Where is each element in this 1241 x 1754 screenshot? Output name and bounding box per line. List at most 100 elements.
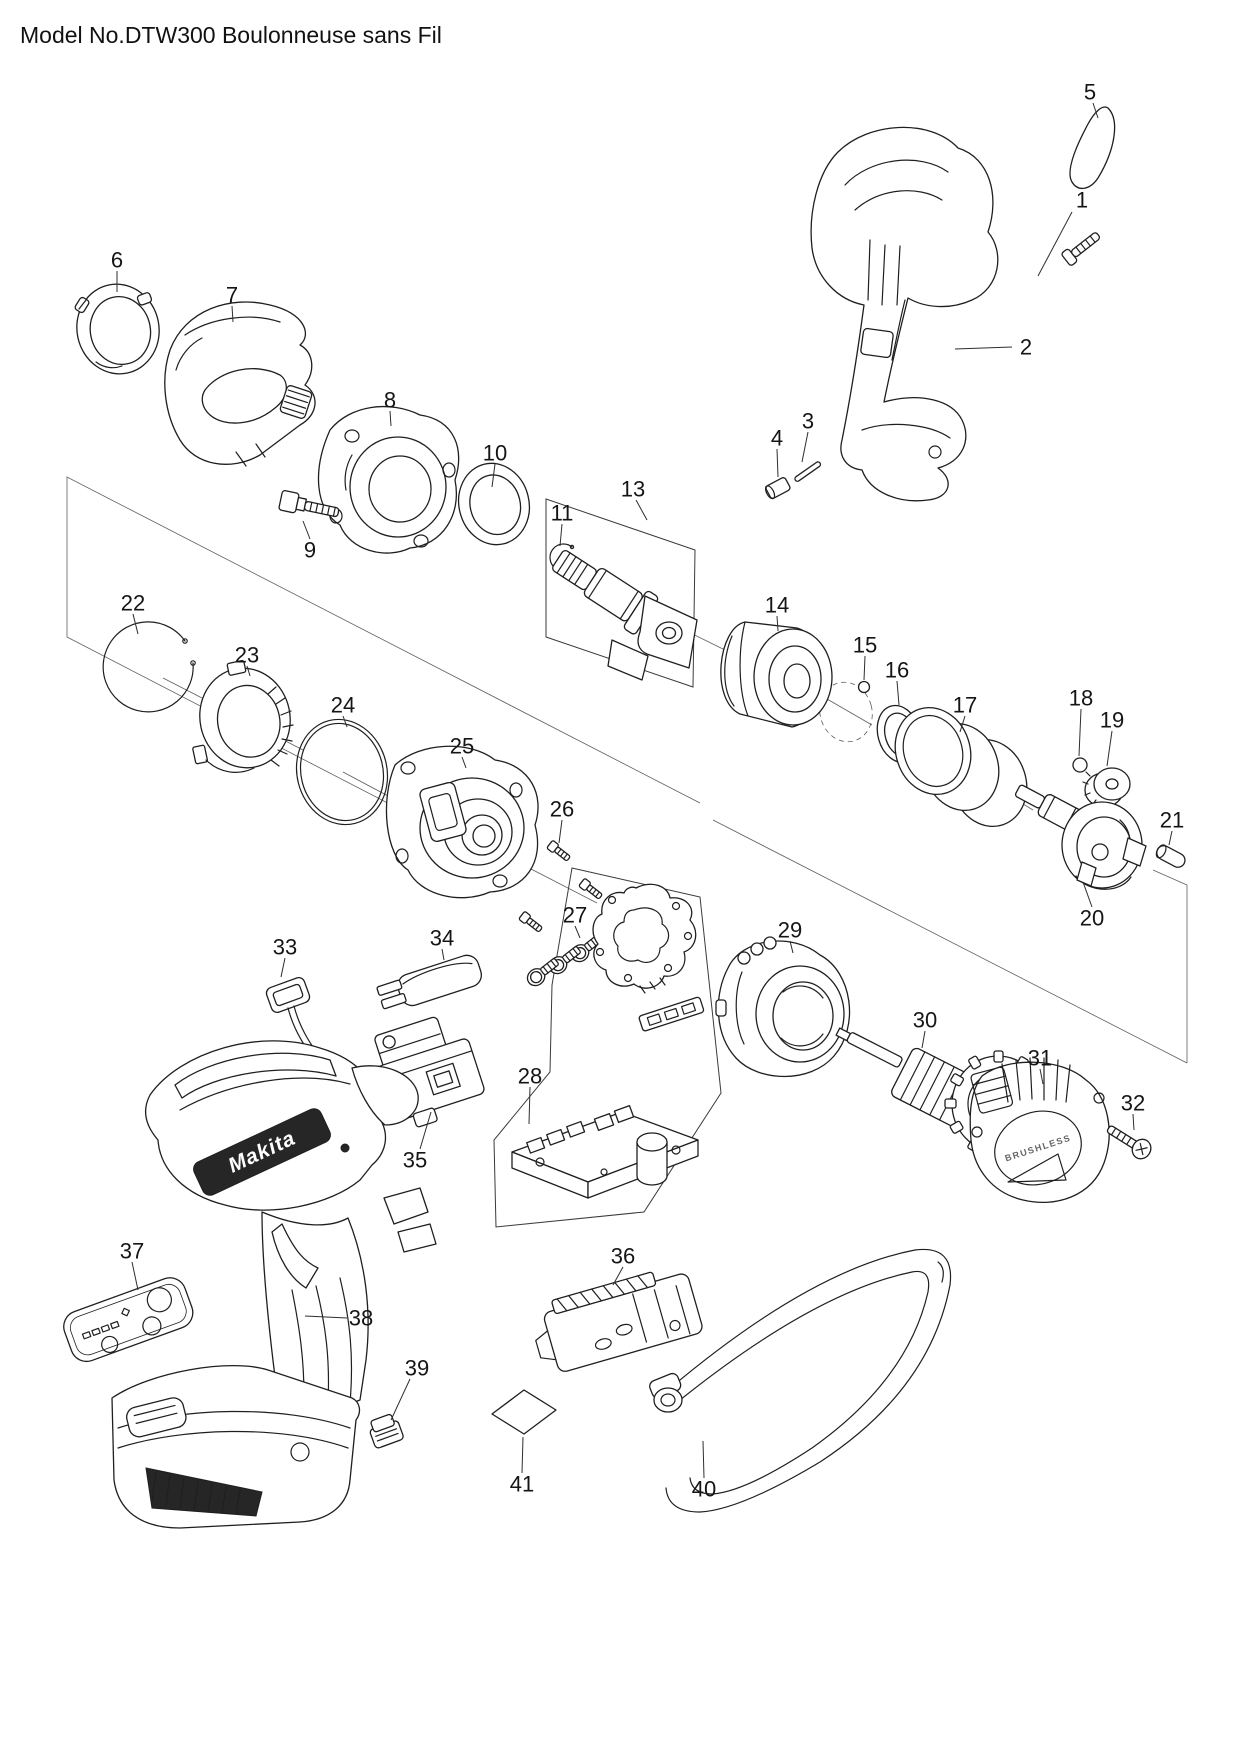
leader-line-25 [461, 756, 467, 769]
leader-line-40 [702, 1440, 705, 1479]
part-5-drawing [1069, 106, 1116, 189]
part-37-drawing [63, 1277, 194, 1363]
leader-line-3 [801, 431, 809, 463]
leader-line-31 [1039, 1068, 1044, 1085]
part-label-26: 26 [550, 797, 574, 822]
part-label-14: 14 [765, 593, 789, 618]
part-25-drawing [385, 745, 539, 899]
leader-line-35 [419, 1111, 432, 1150]
part-label-30: 30 [913, 1008, 937, 1033]
part-label-35: 35 [403, 1148, 427, 1173]
leader-line-14 [776, 615, 779, 632]
part-label-34: 34 [430, 926, 454, 951]
leader-line-1 [1037, 211, 1073, 277]
part-40-drawing [649, 1248, 952, 1513]
part-label-8: 8 [384, 388, 396, 413]
part-39-drawing [369, 1413, 404, 1449]
part-21-drawing [1155, 844, 1186, 868]
part-label-41: 41 [510, 1472, 534, 1497]
leader-line-34 [441, 948, 445, 961]
part-6-drawing [74, 283, 160, 375]
part-label-32: 32 [1121, 1091, 1145, 1116]
leader-line-15 [863, 655, 866, 681]
leader-line-26 [558, 819, 563, 844]
part-label-11: 11 [551, 501, 574, 526]
part-24-drawing [295, 718, 389, 826]
part-label-31: 31 [1028, 1046, 1052, 1071]
part-label-22: 22 [121, 591, 145, 616]
leader-line-37 [131, 1261, 139, 1291]
leader-line-29 [789, 940, 794, 954]
part-label-6: 6 [111, 248, 123, 273]
part-15-drawing [857, 680, 871, 694]
part-label-28: 28 [518, 1064, 542, 1089]
leader-line-18 [1078, 708, 1082, 757]
assembly-box-28 [493, 867, 722, 1228]
part-label-10: 10 [483, 441, 507, 466]
part-34-drawing [376, 954, 483, 1010]
leader-line-38 [304, 1315, 348, 1319]
leader-line-28 [528, 1086, 531, 1125]
part-20-drawing [1014, 784, 1147, 890]
part-29-drawing [715, 936, 851, 1078]
leader-line-24 [342, 715, 348, 728]
part-label-3: 3 [802, 409, 814, 434]
part-13-drawing [552, 549, 698, 681]
part-label-40: 40 [692, 1477, 716, 1502]
part-1-drawing [1061, 232, 1101, 266]
leader-line-27 [574, 925, 581, 939]
part-label-20: 20 [1080, 906, 1104, 931]
part-7-drawing [164, 301, 316, 467]
part-label-25: 25 [450, 734, 474, 759]
part-label-18: 18 [1069, 686, 1093, 711]
part-28-drawing [511, 883, 705, 1199]
part-8-drawing [317, 405, 460, 554]
part-18-drawing [1072, 757, 1088, 773]
part-label-23: 23 [235, 643, 259, 668]
part-14-drawing [720, 621, 833, 728]
leader-line-39 [390, 1378, 411, 1421]
part-label-24: 24 [331, 693, 355, 718]
leader-line-16 [896, 680, 900, 706]
leader-line-36 [612, 1266, 624, 1286]
leader-line-20 [1082, 881, 1093, 908]
part-17-drawing [894, 706, 1028, 828]
part-23-drawing [192, 659, 294, 773]
part-label-15: 15 [853, 633, 877, 658]
part-label-19: 19 [1100, 708, 1124, 733]
leader-line-7 [231, 305, 234, 323]
part-label-2: 2 [1020, 335, 1032, 360]
leader-line-19 [1106, 730, 1113, 767]
leader-line-30 [921, 1030, 926, 1049]
part-22-drawing [102, 621, 196, 713]
leader-line-13 [635, 499, 648, 521]
leader-line-10 [491, 463, 496, 488]
part-label-36: 36 [611, 1244, 635, 1269]
part-label-38: 38 [349, 1306, 373, 1331]
part-4-drawing [764, 477, 791, 500]
part-26-drawing [518, 840, 603, 933]
part-label-5: 5 [1084, 80, 1096, 105]
page-title: Model No.DTW300 Boulonneuse sans Fil [20, 22, 442, 48]
part-label-4: 4 [771, 426, 783, 451]
leader-line-5 [1092, 102, 1099, 119]
part-36-drawing [535, 1271, 703, 1372]
part-3-drawing [794, 461, 822, 482]
part-label-13: 13 [621, 477, 645, 502]
part-19-drawing [1082, 767, 1131, 808]
part-10-drawing [457, 462, 531, 546]
leader-line-2 [954, 346, 1013, 350]
part-label-1: 1 [1076, 188, 1088, 213]
part-label-29: 29 [778, 918, 802, 943]
part-label-39: 39 [405, 1356, 429, 1381]
part-32-drawing [1106, 1125, 1152, 1160]
leader-line-8 [389, 410, 392, 427]
leader-line-41 [521, 1436, 524, 1474]
leader-line-9 [302, 520, 311, 540]
leader-line-11 [559, 523, 563, 547]
leader-line-4 [776, 448, 779, 478]
part-9-drawing [278, 489, 340, 518]
part-38-drawing: Makita [111, 1040, 437, 1529]
part-41-drawing [491, 1389, 557, 1435]
